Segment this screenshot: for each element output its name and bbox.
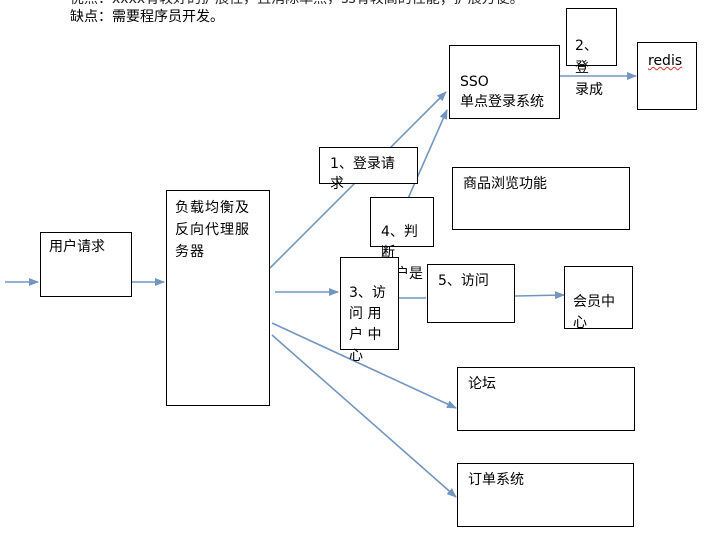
pros-text: 优点：xxxx有较好的扩展性，且消除单点，ss有较高的性能；扩展方便。 [70,0,524,8]
user-request-label: 用户请求 [49,239,105,255]
login-request-label: 1、登录请求 [330,156,395,192]
visit-box: 5、访问 [427,264,515,323]
login-request-box: 1、登录请求 [319,147,418,192]
redis-box: redis [637,42,697,110]
arrow-lb-to-order [271,334,457,498]
member-center-label: 会员中 心 [573,294,615,331]
member-center-box: 会员中 心 [564,266,633,331]
product-browse-box: 商品浏览功能 [452,167,630,230]
sso-label: SSO 单点登录系统 [460,74,544,110]
load-balancer-label: 负载均衡及反向代理服务器 [175,200,250,260]
forum-box: 论坛 [457,367,635,431]
judge-user-box: 4、判断 用户是 [370,197,434,282]
login-success-label: 2、登 录成 [575,38,603,98]
forum-label: 论坛 [468,376,496,392]
visit-user-center-box: 3、访 问 用 户 中 心 [340,257,399,364]
cons-text: 缺点：需要程序员开发。 [70,9,224,25]
load-balancer-box: 负载均衡及反向代理服务器 [166,190,270,406]
sso-box: SSO 单点登录系统 [449,45,560,119]
order-system-label: 订单系统 [468,472,524,488]
user-request-box: 用户请求 [40,232,132,297]
redis-label: redis [648,53,683,69]
login-success-box: 2、登 录成 [566,8,617,98]
visit-user-center-label: 3、访 问 用 户 中 心 [349,285,386,364]
product-browse-label: 商品浏览功能 [463,176,547,192]
arrow-lb-to-forum [271,322,457,409]
arrow-visit-to-member-center [514,291,565,300]
visit-label: 5、访问 [438,273,489,289]
order-system-box: 订单系统 [457,463,634,527]
